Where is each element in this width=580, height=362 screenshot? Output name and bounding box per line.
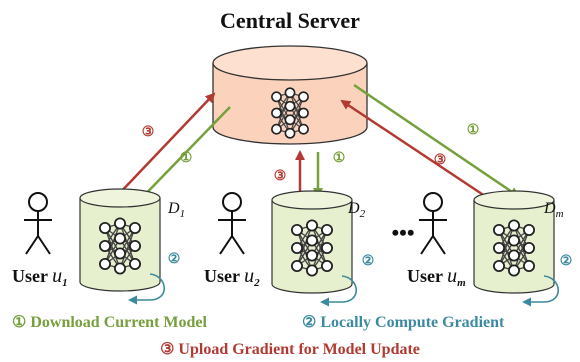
legend-step3: ③ Upload Gradient for Model Update <box>160 341 420 358</box>
step1-marker-2: ① <box>333 151 346 166</box>
user-1-database <box>80 189 160 291</box>
central-server <box>212 45 368 145</box>
step3-marker-m: ③ <box>434 153 447 168</box>
user-2-dataset-label: D2 <box>347 200 366 220</box>
user-m-group: Dm ② User um <box>407 191 573 307</box>
step3-marker-1: ③ <box>142 125 155 140</box>
user-1-dataset-label: D1 <box>167 200 185 220</box>
upload-arrow-m <box>340 99 504 210</box>
step3-marker-2: ③ <box>274 169 287 184</box>
user-2-group: D2 ② User u2 <box>204 191 375 307</box>
server-title: Central Server <box>220 8 360 33</box>
upload-arrow-1 <box>114 92 216 199</box>
step2-marker-1: ② <box>168 252 181 267</box>
user-2-database <box>272 191 352 293</box>
user-m-compute-loop <box>522 275 560 307</box>
legend-step2: ② Locally Compute Gradient <box>302 314 505 331</box>
legend: ① Download Current Model ② Locally Compu… <box>12 314 505 358</box>
user-m-person-icon <box>418 192 448 255</box>
step2-marker-2: ② <box>362 254 375 269</box>
user-1-person-icon <box>23 192 53 255</box>
step1-marker-m: ① <box>467 123 480 138</box>
user-2-person-icon <box>217 192 247 255</box>
user-m-label: User um <box>407 265 466 289</box>
user-1-compute-loop <box>128 273 166 305</box>
user-1-label: User u1 <box>12 265 68 289</box>
more-users-ellipsis: ••• <box>391 220 414 245</box>
step1-marker-1: ① <box>180 151 193 166</box>
user-m-dataset-label: Dm <box>543 200 564 220</box>
user-2-label: User u2 <box>204 265 260 289</box>
user-m-database <box>474 191 554 293</box>
download-arrow-m <box>353 83 520 198</box>
user-2-compute-loop <box>320 275 358 307</box>
legend-step1: ① Download Current Model <box>12 314 207 331</box>
step2-marker-m: ② <box>560 254 573 269</box>
user-1-group: D1 ② User u1 <box>12 189 185 305</box>
